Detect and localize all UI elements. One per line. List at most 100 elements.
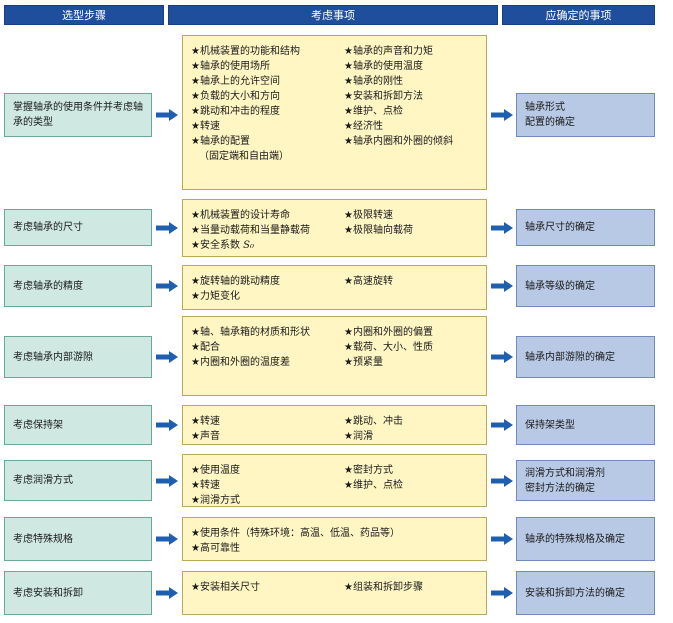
consideration-text: ★当量动载荷和当量静载荷 — [191, 225, 310, 236]
consideration-item: ★跳动、冲击 — [344, 416, 403, 427]
step-label: 考虑轴承的精度 — [13, 280, 83, 292]
arrow-right-icon — [491, 351, 513, 363]
result-box: 轴承尺寸的确定 — [516, 209, 655, 246]
consideration-item: ★载荷、大小、性质 — [344, 342, 433, 353]
consideration-item: ★高可靠性 — [191, 543, 240, 554]
consideration-text: ★润滑方式 — [191, 495, 240, 506]
considerations-columns: ★使用温度★转速★润滑方式★密封方式★维护、点检 — [191, 463, 478, 508]
arrow-right-icon — [156, 533, 178, 545]
considerations-columns: ★旋转轴的跳动精度 ★力矩变化 ★高速旋转 — [191, 274, 478, 304]
consideration-item: ★安装和拆卸方法 — [344, 91, 423, 102]
consideration-item: ★组装和拆卸步骤 — [344, 582, 423, 593]
arrow-right-icon — [491, 474, 513, 487]
consideration-text: ★机械装置的功能和结构 — [191, 46, 300, 57]
consideration-item: ★力矩变化 — [191, 289, 344, 304]
considerations-box: ★转速 ★声音 ★跳动、冲击★润滑 — [182, 405, 487, 445]
result-label: 保持架类型 — [525, 419, 575, 431]
result-box: 轴承内部游隙的确定 — [516, 336, 655, 378]
arrow-right-icon — [491, 587, 513, 599]
considerations-box: ★旋转轴的跳动精度 ★力矩变化 ★高速旋转 — [182, 265, 487, 310]
result-label: 润滑方式和润滑剂 密封方法的确定 — [525, 467, 605, 494]
consideration-text: ★声音 — [191, 431, 220, 442]
considerations-col-left: ★转速 ★声音 — [191, 414, 344, 444]
consideration-text: ★配合 — [191, 342, 220, 353]
considerations-col-left: ★安装相关尺寸 — [191, 580, 344, 595]
consideration-item: ★轴承的刚性 — [344, 76, 403, 87]
consideration-text: ★力矩变化 — [191, 291, 240, 302]
step-label: 掌握轴承的使用条件并考虑轴承的类型 — [13, 102, 143, 128]
consideration-item: ★跳动和冲击的程度 — [191, 104, 344, 119]
arrow-right-icon — [156, 587, 178, 599]
consideration-item: ★当量动载荷和当量静载荷 — [191, 223, 344, 238]
consideration-text: ★转速 — [191, 416, 220, 427]
considerations-col-right: ★跳动、冲击★润滑 — [344, 414, 403, 444]
step-box: 考虑特殊规格 — [4, 517, 152, 561]
result-box: 轴承等级的确定 — [516, 265, 655, 307]
consideration-item: ★润滑方式 — [191, 493, 344, 508]
step-box: 考虑润滑方式 — [4, 460, 152, 501]
consideration-item: ★轴承的使用温度 — [344, 61, 423, 72]
consideration-item: ★极限转速 — [344, 210, 393, 221]
step-box: 掌握轴承的使用条件并考虑轴承的类型 — [4, 93, 152, 137]
step-box: 考虑轴承的精度 — [4, 265, 152, 307]
considerations-columns: ★机械装置的功能和结构★轴承的使用场所★轴承上的允许空间★负载的大小和方向★跳动… — [191, 44, 478, 164]
step-label: 考虑轴承的尺寸 — [13, 222, 83, 233]
considerations-col-right: ★高速旋转 — [344, 274, 393, 304]
step-box: 考虑轴承的尺寸 — [4, 209, 152, 246]
considerations-columns: ★轴、轴承箱的材质和形状★配合★内圈和外圈的温度差★内圈和外圈的偏置★载荷、大小… — [191, 325, 478, 370]
considerations-box: ★轴、轴承箱的材质和形状★配合★内圈和外圈的温度差★内圈和外圈的偏置★载荷、大小… — [182, 316, 487, 396]
consideration-item: ★机械装置的功能和结构 — [191, 44, 344, 59]
consideration-text: ★安全系数 — [191, 240, 244, 251]
considerations-col-right: ★内圈和外圈的偏置★载荷、大小、性质★预紧量 — [344, 325, 433, 370]
consideration-item: ★转速 — [191, 414, 344, 429]
step-box: 考虑轴承内部游隙 — [4, 336, 152, 378]
considerations-col-right: ★组装和拆卸步骤 — [344, 580, 423, 595]
consideration-item: ★旋转轴的跳动精度 — [191, 274, 344, 289]
header-step: 选型步骤 — [4, 5, 164, 25]
considerations-col-right: ★轴承的声音和力矩 ★轴承的使用温度 ★轴承的刚性 ★安装和拆卸方法 ★维护、点检 ★经济… — [344, 44, 453, 164]
consideration-text: ★旋转轴的跳动精度 — [191, 276, 280, 287]
consideration-item: ★转速 — [191, 119, 344, 134]
consideration-item: ★维护、点检 — [344, 106, 403, 117]
consideration-item: ★轴承的声音和力矩 — [344, 46, 433, 57]
arrow-right-icon — [156, 221, 178, 234]
consideration-item: ★极限轴向载荷 — [344, 225, 413, 236]
consideration-text: ★机械装置的设计寿命 — [191, 210, 290, 221]
step-label: 考虑特殊规格 — [13, 533, 73, 545]
consideration-text: ★转速 — [191, 121, 220, 132]
result-box: 润滑方式和润滑剂 密封方法的确定 — [516, 460, 655, 501]
consideration-item: ★轴承的使用场所 — [191, 59, 344, 74]
consideration-item: ★使用条件（特殊环境：高温、低温、药品等） — [191, 528, 400, 539]
step-box: 考虑安装和拆卸 — [4, 571, 152, 615]
arrow-right-icon — [491, 419, 513, 431]
consideration-text: （固定端和自由端） — [199, 151, 289, 162]
result-box: 安装和拆卸方法的确定 — [516, 571, 655, 615]
step-label: 考虑轴承内部游隙 — [13, 351, 93, 363]
header-result: 应确定的事项 — [502, 5, 655, 25]
considerations-col-left: ★轴、轴承箱的材质和形状★配合★内圈和外圈的温度差 — [191, 325, 344, 370]
consideration-item: ★安装相关尺寸 — [191, 580, 344, 595]
consideration-item: ★声音 — [191, 429, 344, 444]
considerations-col-left: ★使用温度 ★转速 ★润滑方式 — [191, 463, 344, 508]
consideration-item: ★轴承的配置 — [191, 134, 344, 149]
consideration-item: ★转速 — [191, 478, 344, 493]
consideration-text: ★安装相关尺寸 — [191, 582, 260, 593]
arrow-right-icon — [156, 419, 178, 431]
consideration-item: ★配合 — [191, 340, 344, 355]
considerations-col-left: ★机械装置的设计寿命 ★当量动载荷和当量静载荷 ★安全系数 S₀ — [191, 208, 344, 253]
considerations-columns: ★转速 ★声音 ★跳动、冲击★润滑 — [191, 414, 478, 444]
arrow-right-icon — [491, 109, 513, 121]
result-label: 轴承形式 配置的确定 — [525, 102, 575, 128]
consideration-item: ★经济性 — [344, 121, 383, 132]
arrow-right-icon — [156, 474, 178, 487]
consideration-text: ★使用温度 — [191, 465, 240, 476]
header-considerations: 考虑事项 — [168, 5, 498, 25]
consideration-item: ★安全系数 S₀ — [191, 238, 344, 253]
result-label: 轴承的特殊规格及确定 — [525, 533, 625, 545]
considerations-col-left: ★机械装置的功能和结构★轴承的使用场所★轴承上的允许空间★负载的大小和方向★跳动… — [191, 44, 344, 164]
consideration-item: ★使用温度 — [191, 463, 344, 478]
consideration-text: ★轴承上的允许空间 — [191, 76, 280, 87]
consideration-item: ★轴承内圈和外圈的倾斜 — [344, 136, 453, 147]
safety-factor-symbol: S₀ — [243, 240, 255, 251]
consideration-text: ★轴承的使用场所 — [191, 61, 270, 72]
